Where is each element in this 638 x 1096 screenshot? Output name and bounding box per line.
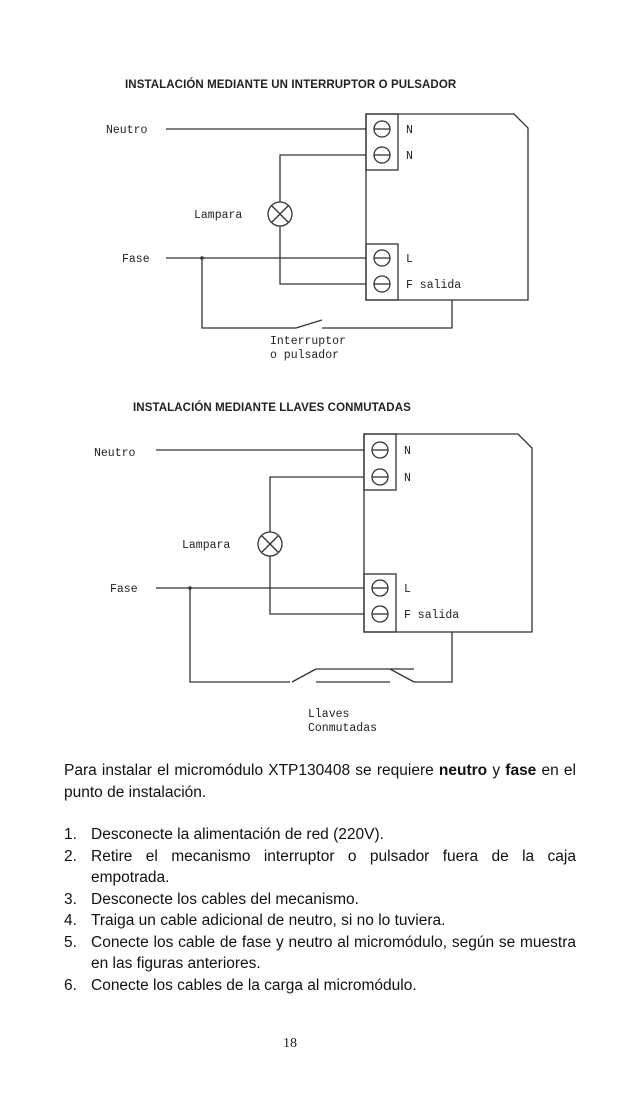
terminal-screw-n2 [373, 146, 391, 164]
step-number: 2. [64, 847, 77, 865]
neutro-label: Neutro [106, 124, 148, 137]
step-number: 3. [64, 890, 77, 908]
neutral-to-lamp-wire [279, 154, 366, 202]
list-item: 2. Retire el mecanismo interruptor o puls… [64, 846, 576, 889]
step-text: Desconecte la alimentación de red (220V)… [91, 826, 384, 843]
step-text: Conecte los cables de la carga al microm… [91, 976, 417, 994]
terminal-screw-l [373, 249, 391, 267]
instructions-section: Para instalar el micromódulo XTP130408 s… [64, 760, 576, 996]
terminal-screw-f [371, 605, 389, 623]
intro-text-end: en el punto de instalación. [64, 762, 576, 801]
terminal-f-label: F salida [406, 279, 461, 292]
neutral-to-lamp-wire [269, 476, 364, 532]
terminal-screw-f [373, 275, 391, 293]
terminal-block-bottom [365, 243, 399, 301]
step-text: Traiga un cable adicional de neutro, si … [91, 912, 446, 929]
intro-text-start: Para instalar el micromódulo XTP130408 s… [64, 762, 439, 779]
step-number: 6. [64, 976, 77, 994]
step-text: Conecte los cable de fase y neutro al mi… [91, 933, 576, 973]
diagram-interruptor-pulsador: N N L F salida Neutro Lampara Fase Inter… [106, 113, 529, 362]
module-box [365, 113, 529, 301]
intro-paragraph: Para instalar el micromódulo XTP130408 s… [64, 760, 576, 803]
terminal-block-top [363, 433, 397, 491]
diagram-1-title: INSTALACIÓN MEDIANTE UN INTERRUPTOR O PU… [125, 79, 457, 91]
list-item: 4. Traiga un cable adicional de neutro, s… [64, 910, 576, 932]
lamp-label: Lampara [182, 539, 230, 552]
neutro-label: Neutro [94, 447, 136, 460]
step-number: 5. [64, 933, 77, 951]
step-text: Desconecte los cables del mecanismo. [91, 890, 359, 908]
module-box [363, 433, 533, 633]
intro-text-mid: y [487, 762, 506, 779]
lamp-label: Lampara [194, 209, 242, 222]
step-text: Retire el mecanismo interruptor o pulsad… [91, 847, 576, 887]
switch-label-line2: Conmutadas [308, 722, 377, 735]
lamp-icon [267, 201, 293, 227]
terminal-f-label: F salida [404, 609, 459, 622]
steps-list: 1. Desconecte la alimentación de red (220… [64, 824, 576, 996]
switch-to-f-wire [414, 632, 453, 683]
terminal-l-label: L [406, 253, 413, 266]
list-item: 6. Conecte los cables de la carga al micr… [64, 975, 576, 997]
lamp-icon [257, 531, 283, 557]
switch-2-contact [389, 668, 415, 683]
fase-label: Fase [110, 583, 138, 596]
intro-bold-fase: fase [505, 762, 537, 779]
terminal-screw-l [371, 579, 389, 597]
switch-loop-wire [201, 258, 296, 329]
fase-label: Fase [122, 253, 150, 266]
fase-to-switch-wire [189, 588, 290, 683]
list-item: 3. Desconecte los cables del mecanismo. [64, 889, 576, 911]
terminal-n2-label: N [406, 150, 413, 163]
terminal-l-label: L [404, 583, 411, 596]
terminal-screw-n2 [371, 468, 389, 486]
switch-return-wire [322, 300, 453, 329]
diagram-2-title: INSTALACIÓN MEDIANTE LLAVES CONMUTADAS [133, 402, 411, 414]
step-number: 1. [64, 826, 77, 843]
terminal-n2-label: N [404, 472, 411, 485]
terminal-screw-n1 [371, 441, 389, 459]
switch-1-contact [291, 668, 317, 683]
switch-label-line2: o pulsador [270, 349, 339, 362]
switch-label-line1: Llaves [308, 708, 349, 721]
switch-contact [295, 319, 323, 329]
terminal-screw-n1 [373, 120, 391, 138]
lamp-to-l-wire [279, 226, 366, 285]
step-number: 4. [64, 912, 77, 929]
intro-bold-neutro: neutro [438, 762, 488, 779]
terminal-n1-label: N [404, 445, 411, 458]
lamp-to-l-wire [269, 556, 364, 615]
switch-label-line1: Interruptor [270, 335, 346, 348]
page-number: 18 [283, 1036, 297, 1051]
terminal-n1-label: N [406, 124, 413, 137]
list-item: 5. Conecte los cable de fase y neutro al … [64, 932, 576, 975]
terminal-block-bottom [363, 573, 397, 633]
terminal-block-top [365, 113, 399, 171]
diagram-llaves-conmutadas: N N L F salida Neutro Lampara Fase Llave… [94, 433, 533, 735]
list-item: 1. Desconecte la alimentación de red (220… [64, 824, 576, 846]
